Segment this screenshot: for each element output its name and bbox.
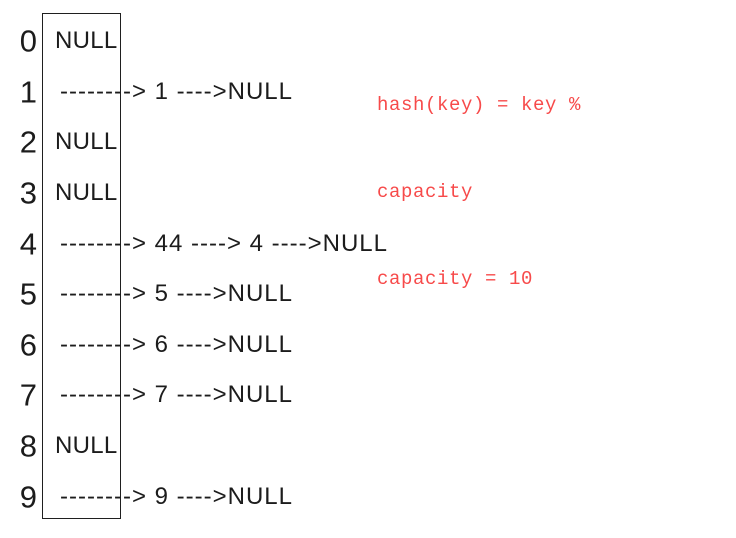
bucket-index: 7 — [19, 377, 37, 413]
bucket-content: NULL — [55, 179, 118, 207]
bucket-index: 2 — [19, 124, 37, 160]
bucket-chain: --------> 7 ---->NULL — [60, 381, 293, 409]
bucket-row-7: 7 --------> 7 ---->NULL — [0, 370, 736, 421]
annotation-line: capacity — [377, 181, 474, 203]
annotation-line: hash(key) = key % — [377, 94, 582, 116]
hash-formula-annotation: hash(key) = key % capacity capacity = 10 — [377, 33, 581, 352]
bucket-content: NULL — [55, 27, 118, 55]
bucket-index: 5 — [19, 276, 37, 312]
annotation-line: capacity = 10 — [377, 268, 534, 290]
bucket-row-1: 1 --------> 1 ---->NULL — [0, 67, 736, 118]
bucket-rows: 0 NULL 1 --------> 1 ---->NULL 2 NULL 3 … — [0, 16, 736, 522]
bucket-index: 1 — [19, 74, 37, 110]
bucket-row-4: 4 --------> 44 ----> 4 ---->NULL — [0, 218, 736, 269]
bucket-index: 8 — [19, 428, 37, 464]
bucket-array-box — [42, 13, 121, 519]
bucket-index: 0 — [19, 23, 37, 59]
bucket-chain: --------> 1 ---->NULL — [60, 77, 293, 105]
bucket-chain: --------> 5 ---->NULL — [60, 280, 293, 308]
bucket-row-9: 9 --------> 9 ---->NULL — [0, 471, 736, 522]
bucket-index: 9 — [19, 479, 37, 515]
bucket-content: NULL — [55, 128, 118, 156]
bucket-content: NULL — [55, 432, 118, 460]
bucket-row-5: 5 --------> 5 ---->NULL — [0, 269, 736, 320]
bucket-index: 6 — [19, 327, 37, 363]
bucket-chain: --------> 6 ---->NULL — [60, 330, 293, 358]
bucket-index: 4 — [19, 226, 37, 262]
bucket-chain: --------> 9 ---->NULL — [60, 482, 293, 510]
bucket-index: 3 — [19, 175, 37, 211]
bucket-row-8: 8 NULL — [0, 421, 736, 472]
bucket-row-0: 0 NULL — [0, 16, 736, 67]
bucket-row-6: 6 --------> 6 ---->NULL — [0, 320, 736, 371]
bucket-row-2: 2 NULL — [0, 117, 736, 168]
bucket-row-3: 3 NULL — [0, 168, 736, 219]
bucket-chain: --------> 44 ----> 4 ---->NULL — [60, 229, 388, 257]
